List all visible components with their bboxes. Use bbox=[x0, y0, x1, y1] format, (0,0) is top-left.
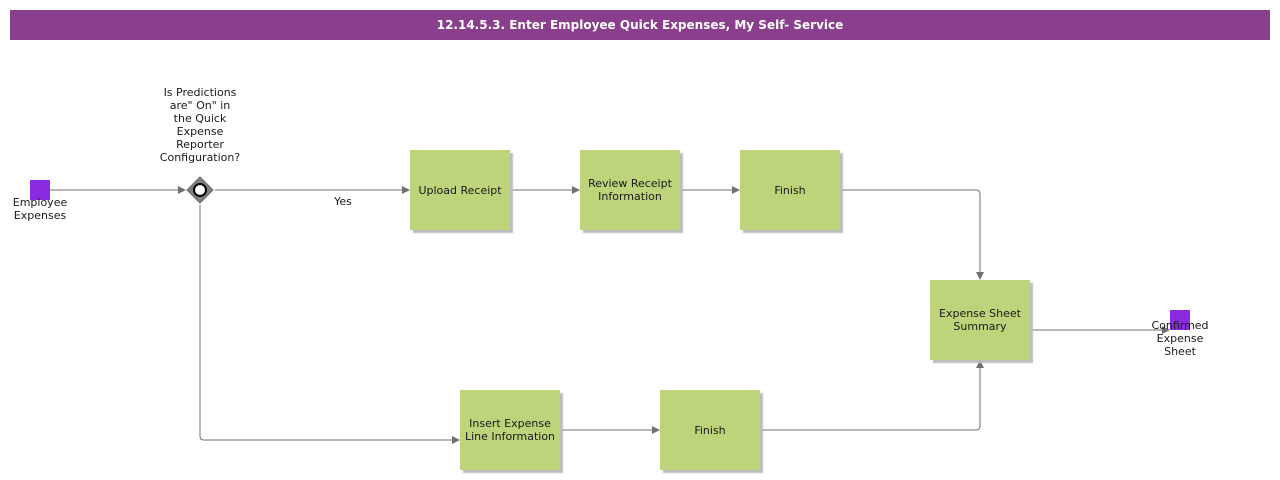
diagram-title: 12.14.5.3. Enter Employee Quick Expenses… bbox=[10, 10, 1270, 40]
flow-finish-to-summary bbox=[840, 189, 984, 280]
task-finish-bottom[interactable]: Finish bbox=[660, 390, 760, 470]
task-upload-receipt[interactable]: Upload Receipt bbox=[410, 150, 510, 230]
start-event[interactable] bbox=[30, 180, 50, 200]
gateway-diamond[interactable] bbox=[186, 176, 214, 204]
task-expense-summary[interactable]: Expense Sheet Summary bbox=[930, 280, 1030, 360]
task-finish-top[interactable]: Finish bbox=[740, 150, 840, 230]
flow-finish-to-summary-bottom bbox=[760, 360, 984, 431]
end-event-label: Confirmed Expense Sheet bbox=[1151, 319, 1209, 358]
flow-gateway-to-insert bbox=[199, 205, 460, 444]
gateway-yes-label: Yes bbox=[334, 195, 352, 208]
gateway-question: Is Predictions are" On" in the Quick Exp… bbox=[159, 86, 241, 164]
task-insert-expense[interactable]: Insert Expense Line Information bbox=[460, 390, 560, 470]
start-event-label: Employee Expenses bbox=[12, 196, 68, 222]
end-event[interactable] bbox=[1170, 310, 1190, 330]
task-review-receipt[interactable]: Review Receipt Information bbox=[580, 150, 680, 230]
gateway-circle-icon bbox=[193, 183, 207, 197]
